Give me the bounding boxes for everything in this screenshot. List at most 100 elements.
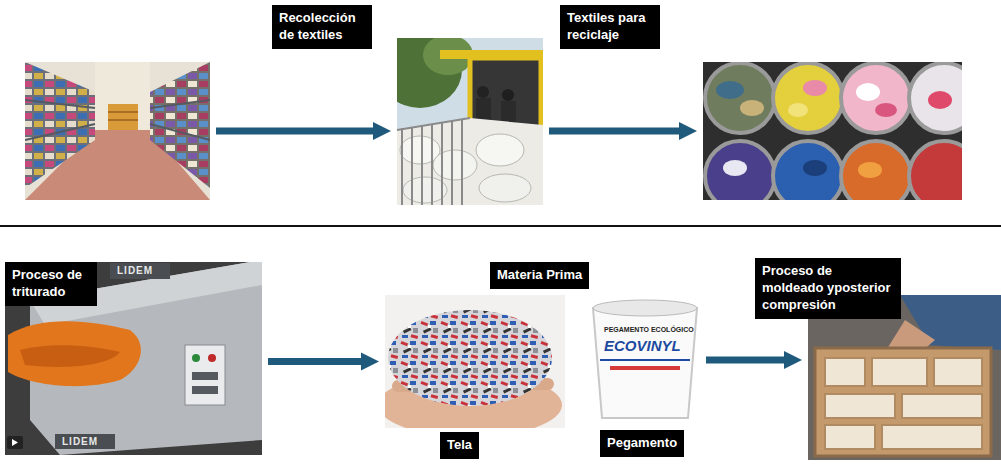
truck-photo — [397, 118, 543, 205]
fabric-hands-photo — [388, 310, 552, 406]
textile-bins-photo — [841, 63, 911, 133]
photo-step: Pegamento — [590, 300, 700, 420]
truck-photo — [441, 122, 443, 205]
glue-bucket-photo — [600, 359, 690, 361]
textile-bins-photo — [716, 81, 744, 99]
warehouse-photo — [25, 62, 210, 200]
molding-photo — [808, 295, 1001, 460]
flow-arrow — [216, 131, 373, 132]
truck-photo — [477, 86, 489, 98]
molding-photo — [808, 295, 1001, 460]
flow-arrow — [549, 131, 679, 132]
molding-photo — [825, 358, 982, 449]
glue-bucket-photo — [593, 300, 697, 316]
truck-photo — [451, 121, 453, 205]
textile-bins-photo — [856, 83, 880, 101]
molding-photo — [825, 425, 875, 449]
truck-photo — [476, 134, 524, 166]
section-label: Materia Prima — [490, 262, 589, 289]
step-label: Pegamento — [600, 430, 684, 457]
truck-photo — [397, 118, 470, 205]
truck-photo — [461, 119, 463, 205]
textile-bins-photo — [773, 141, 843, 200]
textile-bins-photo — [705, 63, 775, 133]
glue-bucket-photo — [610, 366, 680, 370]
warehouse-photo — [150, 100, 210, 108]
truck-photo — [411, 127, 413, 205]
brand-mark: LIDEM — [59, 435, 101, 448]
molding-photo — [825, 358, 865, 386]
glue-bucket-photo — [593, 308, 697, 418]
product-text: PEGAMENTO ECOLÓGICO — [604, 326, 694, 333]
shredder-photo — [5, 262, 262, 455]
fabric-hands-photo — [385, 295, 565, 428]
warehouse-photo — [25, 62, 210, 200]
photo-step: Proceso de moldeado yposterior compresió… — [808, 295, 1001, 460]
shredder-photo — [185, 345, 225, 405]
shredder-photo — [5, 262, 262, 455]
photo-step: Proceso de triturado — [5, 262, 262, 455]
molding-photo — [872, 358, 927, 386]
truck-photo — [476, 98, 491, 122]
step-label: Textiles para reciclaje — [560, 5, 660, 49]
textile-bins-photo — [875, 103, 897, 117]
flow-arrow — [216, 128, 373, 135]
shredder-photo — [208, 354, 216, 362]
textile-bins-photo — [705, 141, 775, 200]
molding-photo — [902, 394, 982, 418]
truck-photo — [397, 38, 543, 205]
brand-mark: LIDEM — [114, 264, 156, 277]
shredder-photo — [55, 434, 115, 449]
divider-line — [0, 225, 1001, 227]
photo-step: Tela — [385, 295, 565, 428]
shredder-photo — [20, 345, 120, 367]
truck-photo — [421, 125, 423, 205]
truck-photo — [501, 101, 516, 123]
shredder-photo — [12, 439, 18, 446]
warehouse-photo — [25, 100, 95, 108]
molding-photo — [825, 394, 895, 418]
flow-arrow — [268, 358, 361, 365]
textile-bins-photo — [803, 160, 827, 176]
truck-photo — [403, 177, 447, 203]
warehouse-photo — [108, 111, 138, 113]
warehouse-photo — [108, 104, 138, 130]
warehouse-photo — [108, 119, 138, 121]
truck-photo — [401, 128, 403, 205]
shredder-photo — [192, 386, 218, 394]
shredder-photo — [7, 436, 23, 449]
shredder-photo — [192, 372, 218, 380]
molding-photo — [934, 358, 982, 386]
warehouse-photo — [25, 62, 95, 188]
textile-bins-photo — [909, 63, 962, 133]
molding-photo — [815, 348, 991, 456]
truck-photo — [502, 89, 514, 101]
brand-mark: ECOVINYL — [604, 337, 681, 354]
glue-bucket-photo — [593, 300, 697, 418]
truck-photo — [479, 174, 531, 202]
photo-step: Textiles para reciclaje — [703, 62, 962, 200]
step-label: Recolección de textiles — [272, 5, 372, 49]
step-label: Proceso de moldeado yposterior compresió… — [755, 258, 901, 319]
textile-bins-photo — [841, 141, 911, 200]
step-label: Tela — [440, 432, 479, 459]
shredder-photo — [110, 263, 170, 279]
molding-photo — [882, 425, 982, 449]
warehouse-photo — [95, 62, 150, 130]
textile-bins-photo — [703, 62, 962, 200]
textile-bins-photo — [858, 162, 882, 178]
shredder-photo — [8, 321, 141, 386]
truck-photo — [431, 124, 433, 205]
flow-arrow — [706, 360, 784, 361]
textile-bins-photo — [909, 141, 962, 200]
textile-bins-photo — [773, 63, 843, 133]
flow-arrow — [549, 128, 679, 135]
flow-arrow — [706, 357, 784, 364]
step-label: Proceso de triturado — [5, 262, 97, 306]
textile-bins-photo — [788, 103, 808, 117]
warehouse-photo — [150, 124, 210, 140]
